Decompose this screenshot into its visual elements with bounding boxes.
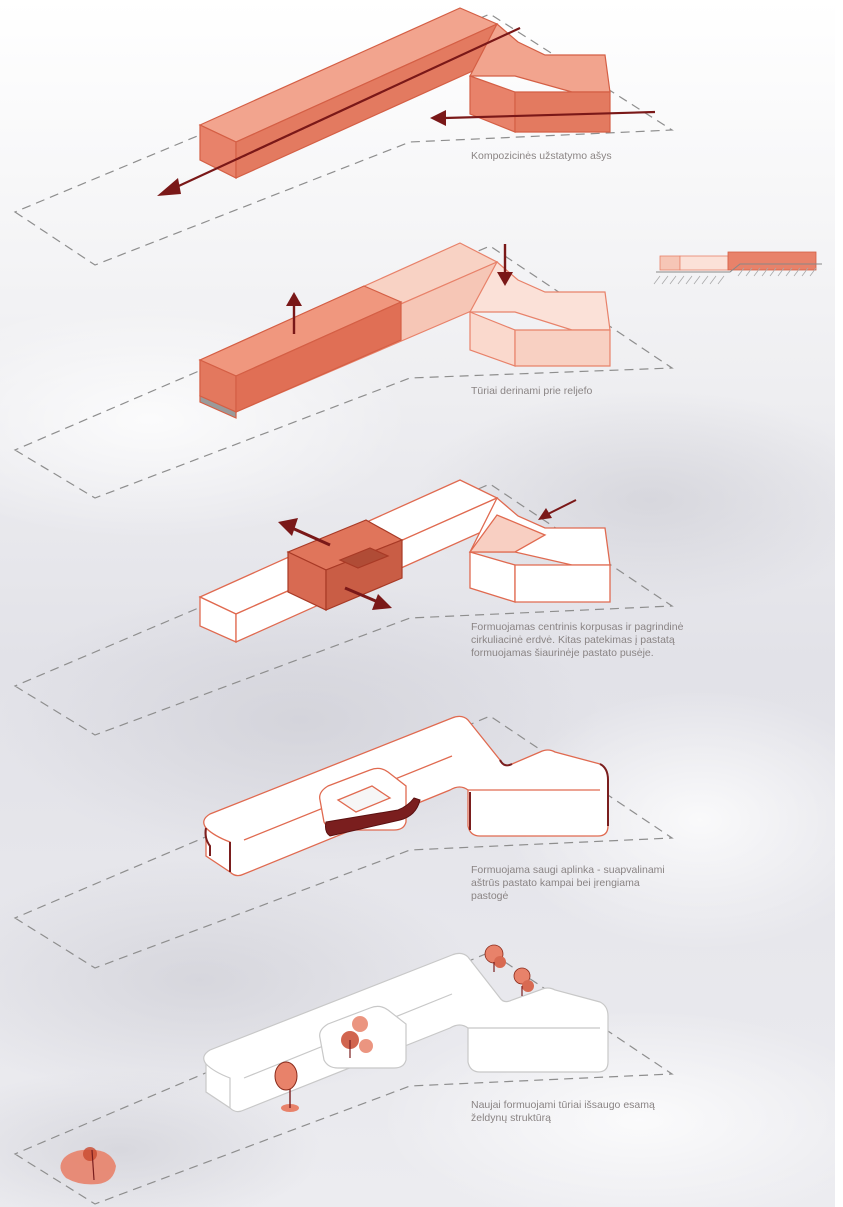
step4-diagram [15,716,672,968]
site-outline-2 [15,246,672,498]
step3-diagram [15,480,672,735]
caption-step5: Naujai formuojami tūriai išsaugo esamą ž… [471,1099,761,1125]
site-outline-1 [15,14,672,265]
caption-step4: Formuojama saugi aplinka - suapvalinami … [471,864,761,903]
site-outline-4 [15,716,672,968]
tree-group-site-5 [60,1147,116,1184]
caption-step2: Tūriai derinami prie reljefo [471,385,761,398]
caption-step3: Formuojamas centrinis korpusas ir pagrin… [471,621,761,660]
volumes-outline-3 [200,480,610,642]
long-volume-1 [200,8,497,178]
step2-diagram [15,243,822,498]
step1-diagram [15,8,672,265]
right-volume-2 [470,262,610,366]
section-sketch [654,252,822,284]
caption-step1: Kompozicinės užstatymo ašys [471,150,761,163]
step5-diagram [15,945,672,1204]
site-outline-3 [15,484,672,735]
